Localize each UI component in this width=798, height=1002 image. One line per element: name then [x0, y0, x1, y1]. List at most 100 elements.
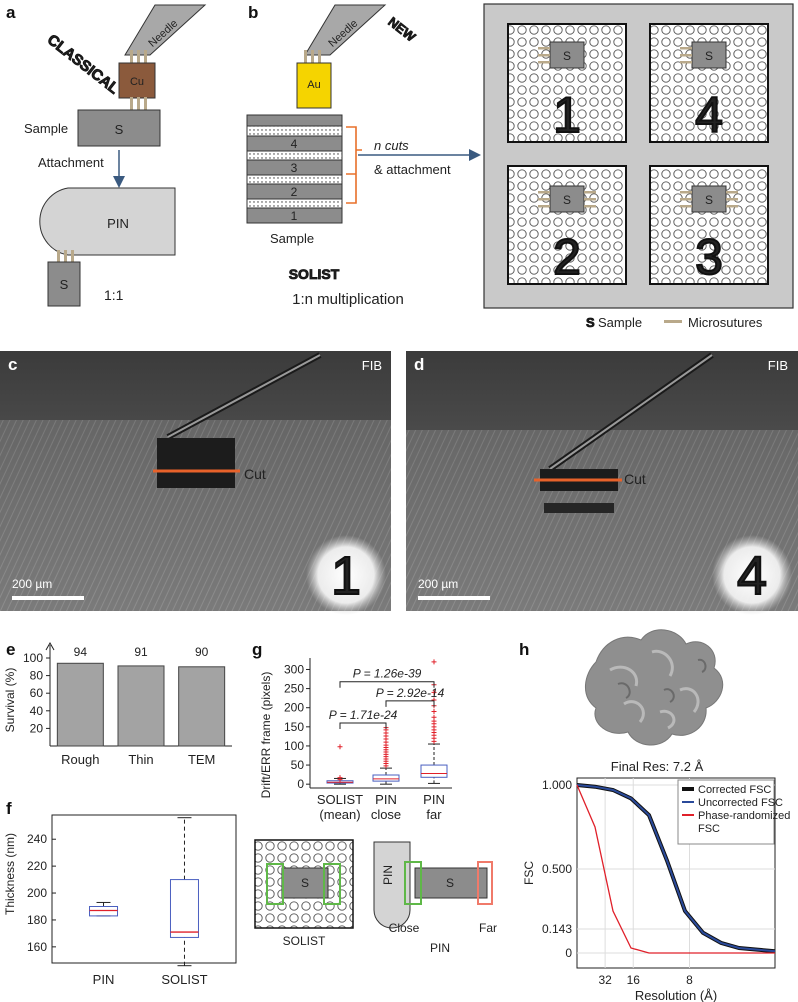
sig-label-g-0: P = 1.26e-39 [353, 667, 422, 681]
bar-value-e-2: 90 [195, 645, 209, 659]
grid-s-2: S [563, 193, 571, 207]
sample-s-a-low: S [60, 277, 69, 292]
category-sublabel-g-1: close [371, 807, 401, 822]
pin-schem-s: S [446, 876, 454, 890]
ylabel-e: Survival (%) [3, 668, 17, 733]
cu-label: Cu [130, 76, 144, 88]
au-label: Au [307, 79, 320, 91]
scalebar-d [418, 596, 490, 600]
xtick-label-h-1: 16 [627, 973, 641, 987]
badge-glow-d [712, 535, 792, 615]
grid-square-1: S 1 [507, 23, 627, 144]
ytick-label-g-3: 150 [284, 720, 304, 734]
box-f-0 [89, 905, 119, 917]
pin-schem-caption: PIN [430, 941, 450, 955]
box-g-1 [372, 774, 400, 782]
panel-a: a CLASSICAL Needle Cu S Sample Attachmen… [6, 3, 207, 307]
panel-label-a: a [6, 3, 16, 22]
ratio-1-1: 1:1 [104, 287, 124, 303]
series-uncorrected-fsc [576, 784, 776, 953]
sample-label-a: Sample [24, 121, 68, 136]
new-title: NEW [385, 14, 419, 45]
scalebar-c [12, 596, 84, 600]
category-label-g-2: PIN [423, 792, 445, 807]
ytick-label-h-0: 1.000 [542, 778, 572, 792]
grid-number-1: 1 [553, 87, 581, 143]
ytick-label-g-5: 250 [284, 682, 304, 696]
cu-block [118, 62, 156, 99]
outlier-g-2-8 [431, 714, 437, 720]
plot-frame-h [576, 777, 776, 969]
sig-label-g-2: P = 1.71e-24 [329, 708, 398, 722]
panel-d: Cut d FIB 200 µm 4 [406, 351, 798, 615]
bar-e-tem [178, 666, 226, 747]
scalebar-label-c: 200 µm [12, 577, 52, 591]
grid-s-3: S [705, 193, 713, 207]
grid-square-3: S 3 [649, 165, 769, 286]
pin-schem-label: PIN [381, 865, 395, 885]
category-sublabel-g-0: (mean) [319, 807, 360, 822]
cuts-bracket [346, 126, 362, 204]
legend-label-h-0: Corrected FSC [698, 784, 771, 796]
outlier-g-2-14 [431, 659, 437, 665]
pin-label-a: PIN [107, 216, 129, 231]
sutures-b-top [304, 50, 321, 64]
layer-stack [246, 114, 343, 224]
outlier-g-0-0 [337, 744, 343, 750]
outlier-g-2-9 [431, 709, 437, 715]
far-box-pin [477, 861, 493, 905]
grid-s-1: S [563, 49, 571, 63]
sample-block-a [77, 109, 161, 147]
ytick-label-f-0: 160 [27, 940, 47, 954]
ylabel-h: FSC [522, 861, 536, 885]
ytick-label-e-4: 100 [23, 651, 43, 665]
ytick-label-h-3: 0 [565, 946, 572, 960]
legend-label-h-1: Uncorrected FSC [698, 797, 783, 809]
close-label: Close [389, 921, 420, 935]
classical-title: CLASSICAL [44, 31, 122, 97]
panel-label-b: b [248, 3, 258, 22]
needle-b [304, 4, 387, 56]
multiplication-label: 1:n multiplication [292, 291, 404, 308]
y-axis-arrow-e [45, 641, 55, 651]
layer-1: 1 [291, 209, 298, 223]
category-label-g-1: PIN [375, 792, 397, 807]
badge-d: 4 [737, 546, 767, 606]
ytick-label-e-3: 80 [30, 669, 44, 683]
category-label-g-0: SOLIST [317, 792, 363, 807]
ytick-label-g-6: 300 [284, 662, 304, 676]
box-f-1 [169, 879, 199, 938]
solist-schem-s: S [301, 876, 309, 890]
sig-bracket-g-2 [339, 722, 387, 729]
final-res-label: Final Res: 7.2 Å [611, 759, 704, 774]
sample-label-b: Sample [270, 231, 314, 246]
attachment-label: Attachment [38, 155, 104, 170]
close-box-pin [404, 861, 422, 905]
ytick-label-f-3: 220 [27, 859, 47, 873]
fib-label-c: FIB [362, 358, 382, 373]
sample-block-c [157, 438, 235, 488]
panel-label-h: h [519, 640, 529, 659]
badge-glow-c [306, 535, 386, 615]
legend-s-icon: S [586, 315, 595, 330]
category-label-e-2: TEM [188, 752, 215, 767]
layer-2: 2 [291, 185, 298, 199]
attachment-label-b: & attachment [374, 162, 451, 177]
xtick-label-h-0: 32 [598, 973, 612, 987]
bar-e-rough [56, 662, 104, 747]
category-label-f-1: SOLIST [161, 972, 207, 987]
panel-label-g: g [252, 640, 262, 659]
sample-s-a: S [115, 122, 124, 137]
ytick-label-h-1: 0.500 [542, 862, 572, 876]
far-label: Far [479, 921, 497, 935]
ytick-label-e-2: 60 [30, 686, 44, 700]
close-box-solist-right [323, 863, 341, 905]
ytick-label-f-2: 200 [27, 886, 47, 900]
grid-square-2: S 2 [507, 165, 627, 286]
